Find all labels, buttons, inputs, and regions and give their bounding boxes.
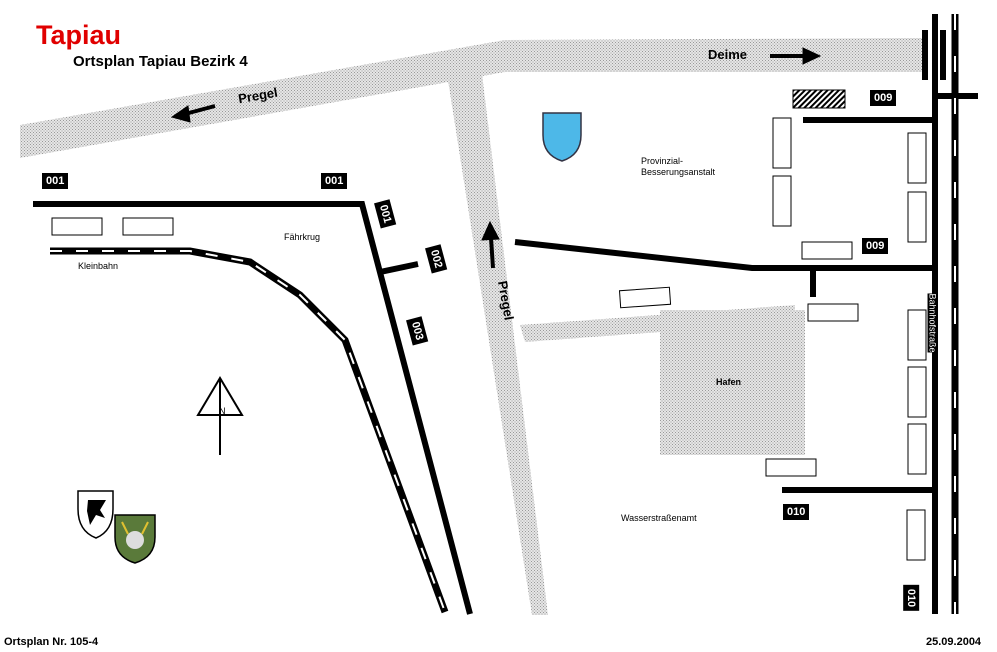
water-areas	[20, 38, 925, 615]
bahnhofstrasse-label: Bahnhofstraße	[927, 293, 938, 353]
district-badge: 010	[903, 584, 920, 612]
hafen-basin	[660, 310, 805, 455]
deime-label: Deime	[708, 47, 748, 62]
arrows	[170, 47, 822, 269]
north-arrow-icon: N	[196, 376, 244, 455]
buildings	[51, 89, 927, 561]
plan-date: 25.09.2004	[926, 636, 982, 648]
page-title: Tapiau	[36, 20, 122, 50]
district-badge: 010	[783, 504, 810, 520]
besserung-label: Besserungsanstalt	[641, 167, 716, 177]
plan-number: Ortsplan Nr. 105-4	[4, 636, 99, 648]
district-badge: 001	[42, 173, 69, 189]
district-badge: 009	[870, 90, 897, 106]
north-label: N	[219, 406, 226, 416]
page-subtitle: Ortsplan Tapiau Bezirk 4	[73, 53, 248, 70]
railway	[50, 14, 959, 614]
kleinbahn-label: Kleinbahn	[78, 261, 119, 271]
district-badge: 001	[321, 173, 348, 189]
district-badge: 009	[862, 238, 889, 254]
hafen-label: Hafen	[716, 377, 742, 387]
faehrkrug-label: Fährkrug	[284, 232, 321, 242]
coat-of-arms-icon	[77, 112, 582, 564]
pregel-river	[20, 38, 925, 158]
wasser-label: Wasserstraßenamt	[621, 513, 697, 523]
provinzial-label: Provinzial-	[641, 156, 684, 166]
